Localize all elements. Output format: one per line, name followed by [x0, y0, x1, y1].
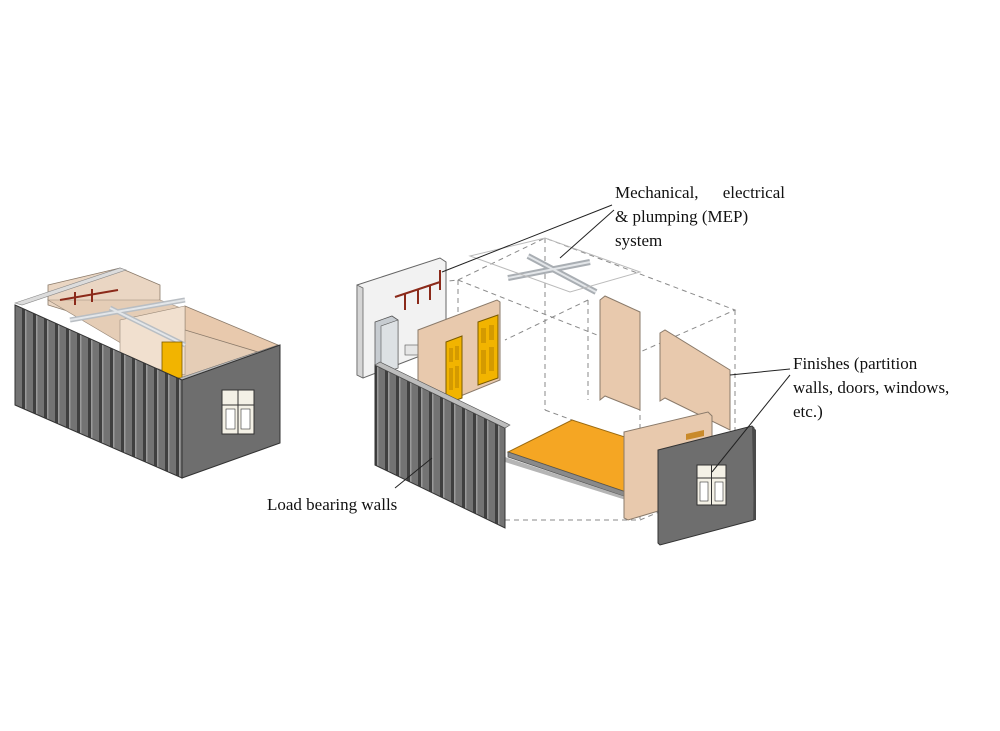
- floor-slab-base: [505, 457, 626, 500]
- overhead-duct: [468, 237, 642, 295]
- finishes-label-line1: Finishes (partition: [793, 354, 918, 373]
- load-bearing-walls-label: Load bearing walls: [267, 495, 398, 514]
- finishes-label-line2: walls, doors, windows,: [793, 378, 950, 397]
- mep-back-panel-edge: [356, 284, 364, 379]
- window-icon: [696, 464, 727, 506]
- end-wall-edge: [752, 426, 756, 520]
- finishes-label: Finishes (partition walls, doors, window…: [793, 352, 949, 424]
- finishes-label-line3: etc.): [793, 402, 823, 421]
- door-icon-2: [477, 314, 499, 386]
- finishes-leader-2: [711, 374, 791, 473]
- mep-label-line2: & plumping (MEP): [615, 207, 749, 226]
- exploded-mep-pipes: [394, 270, 441, 310]
- assembled-mep: [59, 289, 187, 348]
- mep-leader-2: [559, 209, 615, 259]
- assembled-top-rim: [13, 267, 127, 306]
- mep-label-line1a: Mechanical,: [615, 183, 699, 202]
- leader-lines: [394, 204, 791, 489]
- side-partition-wall: [659, 329, 731, 431]
- exploded-module: [356, 237, 756, 546]
- mep-system-label: Mechanical, electrical & plumping (MEP) …: [615, 181, 785, 253]
- door-icon-1: [445, 335, 463, 405]
- mep-label-line3: system: [615, 231, 663, 250]
- mep-leader-1: [441, 204, 613, 273]
- electrical-cabinet-icon: [374, 315, 399, 375]
- mep-label-line1b: electrical: [722, 183, 785, 202]
- load-bearing-leader: [394, 457, 433, 489]
- finishes-leader-1: [729, 368, 791, 376]
- assembled-window-icon: [221, 389, 255, 435]
- assembled-module: [13, 267, 281, 479]
- sink-icon: [404, 344, 420, 356]
- load-bearing-wall-top: [374, 361, 511, 429]
- window-header-icon: [686, 430, 704, 440]
- rear-partition-wall: [599, 295, 641, 411]
